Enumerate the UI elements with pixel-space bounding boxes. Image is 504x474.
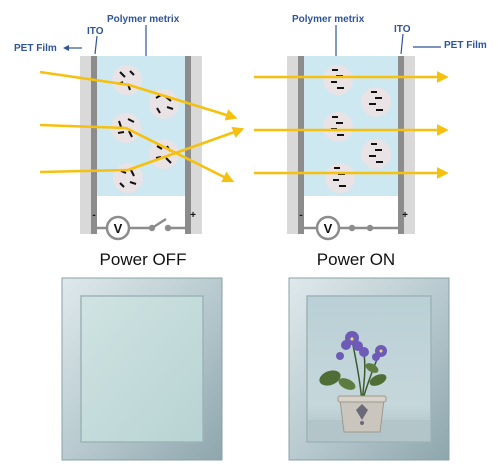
power-on-diagram: V - + Polymer metrix ITO PET Film Power … [254,14,487,269]
right-circuit [299,206,403,241]
left-voltmeter-symbol: V [114,221,123,236]
left-plus-sign: + [190,210,196,221]
clear-window-photo [288,277,450,461]
right-plus-sign: + [402,210,408,221]
right-minus-sign: - [299,210,302,221]
right-droplet [325,163,355,193]
right-droplet [323,65,353,95]
left-pet-film [80,56,91,234]
right-ito-label: ITO [394,24,411,35]
left-ito-layer-right [185,56,191,234]
right-ito-layer-right [398,56,404,234]
left-droplet [112,65,142,95]
right-pet-film [287,56,298,234]
left-droplet [149,89,179,119]
right-pet-film-right [404,56,415,234]
right-light-rays [254,71,449,179]
right-state-label: Power ON [317,250,395,269]
right-ito-layer [298,56,304,234]
left-circuit [92,206,190,241]
left-voltmeter [105,215,131,241]
left-minus-sign: - [92,210,95,221]
left-polymer-label: Polymer metrix [107,14,180,25]
left-pet-film-label: PET Film [14,43,57,54]
left-state-label: Power OFF [100,250,187,269]
frosted-window-photo [61,277,223,461]
right-voltmeter [315,215,341,241]
right-polymer-label: Polymer metrix [292,14,365,25]
right-droplet [361,139,391,169]
right-voltmeter-symbol: V [324,221,333,236]
frosted-glass-pane [81,296,203,442]
right-droplet [323,112,353,142]
power-off-diagram: V - + PET Film ITO Polymer metrix Power … [14,14,245,269]
left-light-rays [39,70,245,183]
right-droplet [361,87,391,117]
flower-pot-icon [319,331,387,433]
left-ito-layer [91,56,97,234]
left-ito-label: ITO [87,26,104,37]
right-pet-film-label: PET Film [444,40,487,51]
